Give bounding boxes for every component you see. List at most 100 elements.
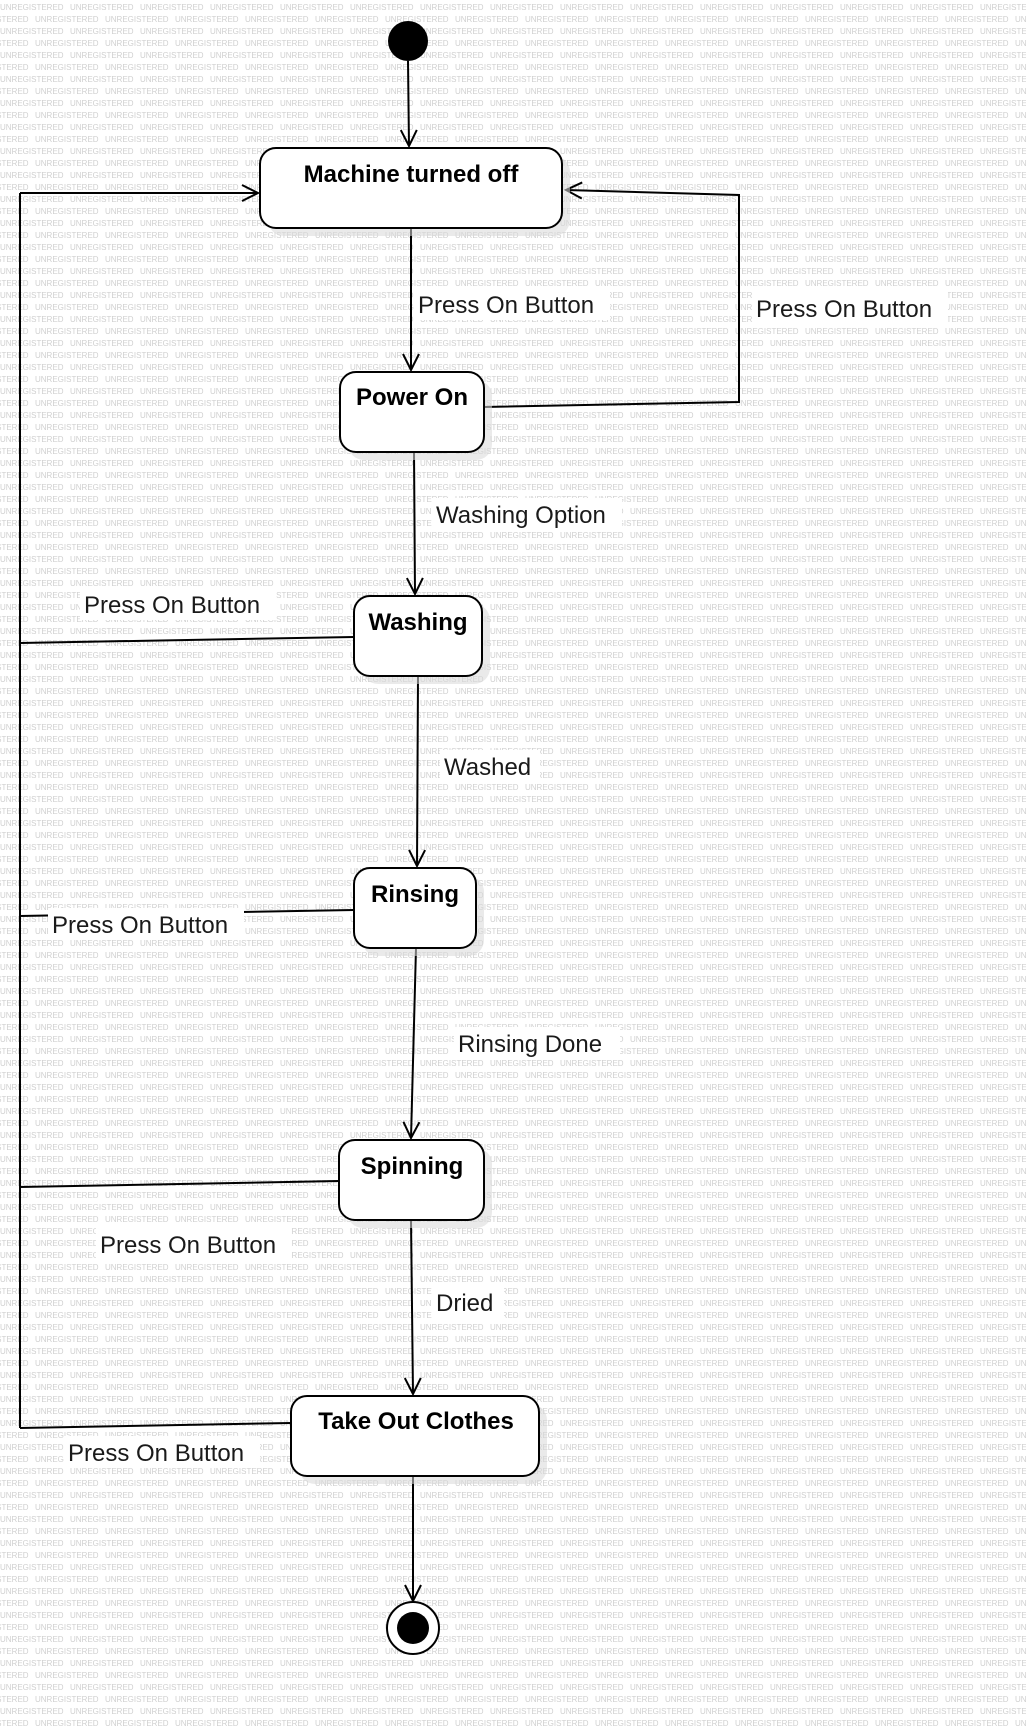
state-label: Machine turned off: [304, 161, 520, 188]
watermark-text: UNREGISTERED: [35, 1407, 99, 1416]
edge-rinsing-to-spinning[interactable]: [411, 947, 416, 1138]
watermark-text: UNREGISTERED: [385, 279, 449, 288]
watermark-text: UNREGISTERED: [35, 879, 99, 888]
watermark-text: UNREGISTERED: [0, 3, 64, 12]
watermark-text: UNREGISTERED: [805, 1599, 869, 1608]
watermark-text: UNREGISTERED: [980, 795, 1026, 804]
watermark-text: UNREGISTERED: [315, 639, 379, 648]
watermark-text: UNREGISTERED: [420, 1683, 484, 1692]
edge-power-on-to-off[interactable]: [483, 190, 740, 408]
watermark-text: UNREGISTERED: [210, 1035, 274, 1044]
watermark-text: UNREGISTERED: [105, 231, 169, 240]
watermark-text: UNREGISTERED: [140, 1683, 204, 1692]
watermark-text: UNREGISTERED: [385, 567, 449, 576]
watermark-text: UNREGISTERED: [595, 687, 659, 696]
edge-take-out-to-off[interactable]: [19, 1422, 292, 1429]
watermark-text: UNREGISTERED: [0, 387, 64, 396]
state-washing[interactable]: Washing: [353, 595, 490, 684]
watermark-text: UNREGISTERED: [490, 1083, 554, 1092]
watermark-text: UNREGISTERED: [945, 471, 1009, 480]
watermark-text: UNREGISTERED: [560, 675, 624, 684]
watermark-text: UNREGISTERED: [525, 1239, 589, 1248]
state-power-on[interactable]: Power On: [339, 371, 492, 460]
watermark-text: UNREGISTERED: [0, 519, 29, 528]
watermark-text: UNREGISTERED: [1015, 207, 1026, 216]
watermark-text: UNREGISTERED: [630, 771, 694, 780]
watermark-text: UNREGISTERED: [910, 1107, 974, 1116]
state-machine-turned-off[interactable]: Machine turned off: [259, 147, 570, 236]
watermark-text: UNREGISTERED: [315, 135, 379, 144]
watermark-text: UNREGISTERED: [420, 1707, 484, 1716]
watermark-text: UNREGISTERED: [350, 1611, 414, 1620]
watermark-text: UNREGISTERED: [490, 3, 554, 12]
watermark-text: UNREGISTERED: [315, 1719, 379, 1728]
watermark-text: UNREGISTERED: [175, 1215, 239, 1224]
final-state-node[interactable]: [386, 1601, 440, 1655]
watermark-text: UNREGISTERED: [525, 1695, 589, 1704]
watermark-text: UNREGISTERED: [700, 1011, 764, 1020]
watermark-text: UNREGISTERED: [945, 159, 1009, 168]
watermark-text: UNREGISTERED: [1015, 1167, 1026, 1176]
initial-state-node[interactable]: [388, 21, 428, 61]
watermark-text: UNREGISTERED: [350, 363, 414, 372]
state-rinsing[interactable]: Rinsing: [353, 867, 484, 956]
watermark-text: UNREGISTERED: [840, 507, 904, 516]
watermark-text: UNREGISTERED: [350, 1347, 414, 1356]
watermark-text: UNREGISTERED: [980, 459, 1026, 468]
watermark-text: UNREGISTERED: [245, 543, 309, 552]
watermark-text: UNREGISTERED: [630, 339, 694, 348]
state-spinning[interactable]: Spinning: [338, 1139, 492, 1228]
watermark-text: UNREGISTERED: [945, 1719, 1009, 1728]
watermark-text: UNREGISTERED: [805, 1191, 869, 1200]
watermark-text: UNREGISTERED: [700, 1275, 764, 1284]
watermark-text: UNREGISTERED: [105, 711, 169, 720]
edge-spinning-to-take-out[interactable]: [411, 1219, 413, 1394]
watermark-text: UNREGISTERED: [525, 423, 589, 432]
edge-washing-to-rinsing[interactable]: [417, 675, 418, 866]
watermark-text: UNREGISTERED: [770, 1707, 834, 1716]
watermark-text: UNREGISTERED: [840, 675, 904, 684]
edge-washing-to-off[interactable]: [19, 636, 355, 644]
watermark-text: UNREGISTERED: [875, 1239, 939, 1248]
watermark-text: UNREGISTERED: [385, 1335, 449, 1344]
watermark-text: UNREGISTERED: [420, 99, 484, 108]
edge-initial-to-off[interactable]: [408, 60, 409, 146]
watermark-text: UNREGISTERED: [490, 27, 554, 36]
watermark-text: UNREGISTERED: [945, 87, 1009, 96]
watermark-text: UNREGISTERED: [910, 1635, 974, 1644]
watermark-text: UNREGISTERED: [840, 1419, 904, 1428]
watermark-text: UNREGISTERED: [770, 27, 834, 36]
watermark-text: UNREGISTERED: [105, 15, 169, 24]
watermark-text: UNREGISTERED: [0, 1587, 64, 1596]
edge-label-text: Press On Button: [52, 912, 228, 939]
watermark-text: UNREGISTERED: [770, 1155, 834, 1164]
watermark-text: UNREGISTERED: [595, 543, 659, 552]
watermark-text: UNREGISTERED: [910, 1083, 974, 1092]
watermark-text: UNREGISTERED: [700, 843, 764, 852]
watermark-text: UNREGISTERED: [525, 1071, 589, 1080]
watermark-text: UNREGISTERED: [175, 1695, 239, 1704]
watermark-text: UNREGISTERED: [245, 1215, 309, 1224]
edge-spinning-to-off[interactable]: [19, 1180, 340, 1188]
watermark-text: UNREGISTERED: [385, 1263, 449, 1272]
watermark-text: UNREGISTERED: [805, 1527, 869, 1536]
watermark-text: UNREGISTERED: [315, 567, 379, 576]
watermark-text: UNREGISTERED: [735, 183, 799, 192]
watermark-text: UNREGISTERED: [0, 1131, 64, 1140]
state-take-out-clothes[interactable]: Take Out Clothes: [290, 1395, 547, 1484]
edge-power-on-to-washing[interactable]: [414, 451, 415, 594]
watermark-text: UNREGISTERED: [805, 1455, 869, 1464]
watermark-text: UNREGISTERED: [560, 627, 624, 636]
watermark-text: UNREGISTERED: [595, 567, 659, 576]
watermark-text: UNREGISTERED: [945, 1335, 1009, 1344]
watermark-text: UNREGISTERED: [105, 1191, 169, 1200]
watermark-text: UNREGISTERED: [385, 135, 449, 144]
watermark-text: UNREGISTERED: [245, 591, 309, 600]
watermark-text: UNREGISTERED: [210, 771, 274, 780]
watermark-text: UNREGISTERED: [910, 363, 974, 372]
watermark-text: UNREGISTERED: [1015, 1479, 1026, 1488]
watermark-text: UNREGISTERED: [140, 843, 204, 852]
watermark-text: UNREGISTERED: [0, 27, 64, 36]
watermark-text: UNREGISTERED: [945, 1143, 1009, 1152]
watermark-text: UNREGISTERED: [455, 927, 519, 936]
